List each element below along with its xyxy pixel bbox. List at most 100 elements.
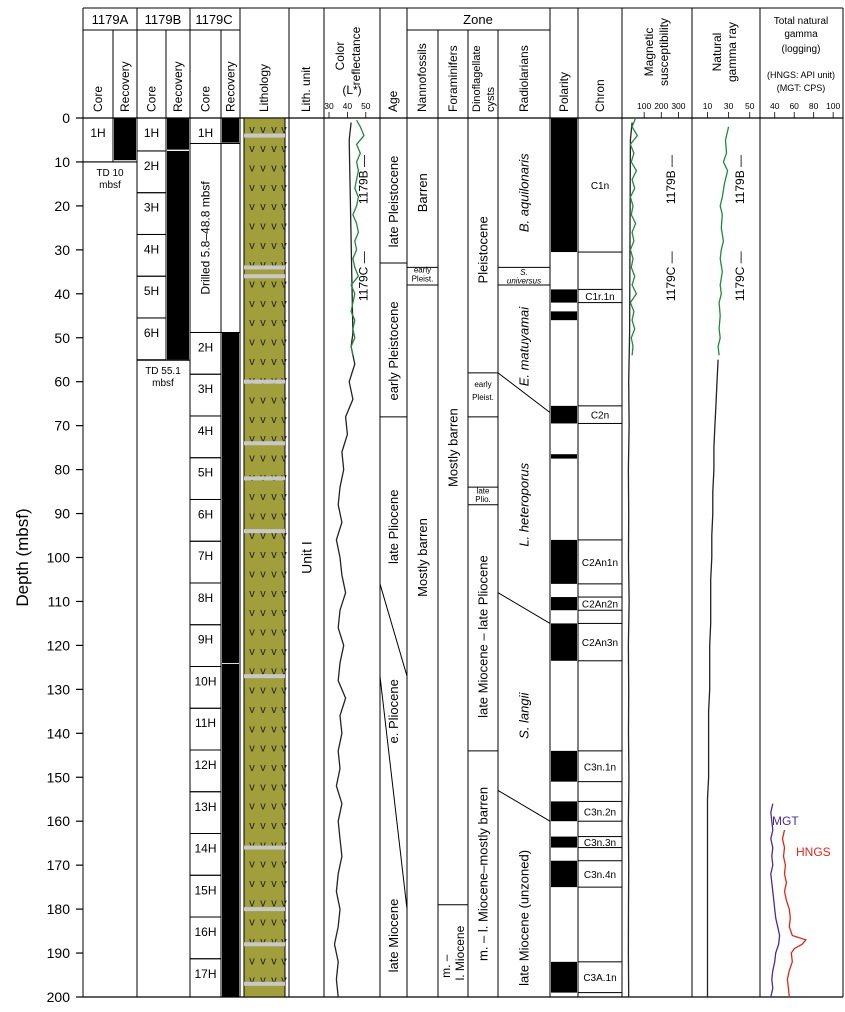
lithology-symbol: v bbox=[249, 588, 255, 600]
dinoflagellate-label: Pleistocene bbox=[476, 216, 491, 283]
lithology-symbol: v bbox=[271, 936, 277, 948]
hole-b-core-label: 2H bbox=[144, 159, 159, 173]
lithology-symbol: v bbox=[260, 182, 266, 194]
lithology-symbol: v bbox=[281, 298, 287, 310]
lithology-gray-band bbox=[244, 529, 285, 534]
lithology-symbol: v bbox=[260, 607, 266, 619]
depth-tick-label: 200 bbox=[47, 989, 71, 1005]
lithology-symbol: v bbox=[281, 936, 287, 948]
mgt-curve-label: MGT bbox=[772, 814, 799, 828]
lithology-symbol: v bbox=[249, 220, 255, 232]
lithology-symbol: v bbox=[260, 143, 266, 155]
age-label: early Pleistocene bbox=[386, 301, 401, 400]
lithology-symbol: v bbox=[281, 201, 287, 213]
hole-c-drilled-label: Drilled 5.8–48.8 mbsf bbox=[199, 181, 213, 295]
lithology-symbol: v bbox=[260, 936, 266, 948]
ngr-scale-label: 50 bbox=[745, 101, 755, 111]
lithology-symbol: v bbox=[281, 182, 287, 194]
lithology-symbol: v bbox=[271, 704, 277, 716]
age-header: Age bbox=[386, 90, 400, 112]
lithology-symbol: v bbox=[281, 723, 287, 735]
lithology-symbol: v bbox=[281, 356, 287, 368]
total-gamma-header-line5: (MGT: CPS) bbox=[777, 83, 826, 93]
polarity-normal-interval bbox=[551, 836, 577, 848]
log-curves: 1179C —1179B —1179C —1179B —1179C —1179B… bbox=[333, 117, 831, 998]
lithology-symbol: v bbox=[281, 491, 287, 503]
lithology-symbol: v bbox=[271, 278, 277, 290]
lithology-symbol: v bbox=[271, 569, 277, 581]
lithology-symbol: v bbox=[249, 201, 255, 213]
hole-c-core-label: 16H bbox=[194, 925, 216, 939]
lithology-symbol: v bbox=[249, 685, 255, 697]
depth-axis-label: Depth (mbsf) bbox=[13, 508, 32, 606]
lithology-symbol: v bbox=[281, 801, 287, 813]
series-mag_c-line bbox=[627, 122, 633, 998]
lithology-symbol: v bbox=[271, 491, 277, 503]
lithology-symbol: v bbox=[249, 704, 255, 716]
dinoflagellate-header-line1: Dinoflagellate bbox=[471, 45, 483, 112]
series-mag_b-line bbox=[629, 117, 639, 356]
natural-gamma-header-line2: gamma ray bbox=[725, 22, 739, 82]
dinoflagellate-label: Pleist. bbox=[472, 393, 494, 402]
hole-b-recovery-header: Recovery bbox=[171, 61, 185, 112]
hole-a-recovery-bar bbox=[114, 118, 136, 161]
chron-box bbox=[577, 860, 623, 888]
lithology-symbol: v bbox=[281, 820, 287, 832]
lithology-symbol: v bbox=[249, 665, 255, 677]
chron-box bbox=[577, 800, 623, 822]
foraminifer-label: l. Miocene bbox=[453, 925, 467, 980]
lithology-symbol: v bbox=[260, 762, 266, 774]
lithology-symbol: v bbox=[281, 259, 287, 271]
age-boundary bbox=[379, 583, 408, 677]
chron-label: C3n.2n bbox=[584, 807, 616, 818]
lithology-symbol: v bbox=[249, 162, 255, 174]
hole-c-core-label: 17H bbox=[194, 967, 216, 981]
hole-c-recovery-bar bbox=[222, 332, 239, 663]
dinoflagellate-label: late Miocene – late Pliocene bbox=[476, 555, 491, 718]
polarity-normal-interval bbox=[551, 454, 577, 459]
lithology-symbol: v bbox=[271, 917, 277, 929]
hole-c-core-label: 11H bbox=[195, 716, 216, 730]
lithology-gray-band bbox=[244, 476, 285, 481]
chron-label: C3n.4n bbox=[584, 870, 616, 881]
polarity-normal-interval bbox=[551, 801, 577, 822]
lithology-symbol: v bbox=[249, 936, 255, 948]
lithology-symbol: v bbox=[260, 356, 266, 368]
hole-a-td-label-line1: TD 10 bbox=[96, 168, 124, 179]
polarity-normal-interval bbox=[551, 860, 577, 888]
polarity-normal-interval bbox=[551, 961, 577, 993]
hole-b-core-label: 5H bbox=[144, 284, 159, 298]
ngr-scale-label: 30 bbox=[724, 101, 734, 111]
hole-a-core-header: Core bbox=[91, 86, 105, 112]
chron-box bbox=[577, 596, 623, 611]
depth-tick-label: 180 bbox=[47, 901, 71, 917]
lithology-symbol: v bbox=[260, 433, 266, 445]
mag-legend-b: 1179B — bbox=[664, 155, 678, 204]
lithology-symbol: v bbox=[271, 723, 277, 735]
hole-c-core-label: 12H bbox=[194, 758, 216, 772]
lithology-gray-band bbox=[244, 133, 285, 138]
lithology-symbol: v bbox=[249, 569, 255, 581]
lithology-symbol: v bbox=[249, 259, 255, 271]
hole-b-core-label: 3H bbox=[144, 201, 159, 215]
lithology-symbol: v bbox=[260, 897, 266, 909]
lithology-symbol: v bbox=[271, 627, 277, 639]
nannofossils-header: Nannofossils bbox=[415, 43, 429, 112]
lithology-symbol: v bbox=[271, 820, 277, 832]
nannofossil-label: Barren bbox=[415, 173, 430, 212]
lithology-symbol: v bbox=[249, 549, 255, 561]
lithology-symbol: v bbox=[271, 453, 277, 465]
lithology-symbol: v bbox=[281, 627, 287, 639]
radiolarian-label: universus bbox=[507, 277, 541, 286]
depth-tick-label: 90 bbox=[54, 506, 70, 522]
hole-c-core-label: 4H bbox=[198, 424, 213, 438]
chron-label: C2An1n bbox=[582, 558, 618, 569]
lithology-symbol: v bbox=[260, 646, 266, 658]
lithology-symbol: v bbox=[249, 511, 255, 523]
lithology-symbol: v bbox=[281, 588, 287, 600]
age-label: e. Pliocene bbox=[386, 679, 401, 743]
lithology-symbol: v bbox=[281, 704, 287, 716]
polarity-normal-interval bbox=[551, 289, 577, 303]
lithology-symbol: v bbox=[260, 414, 266, 426]
